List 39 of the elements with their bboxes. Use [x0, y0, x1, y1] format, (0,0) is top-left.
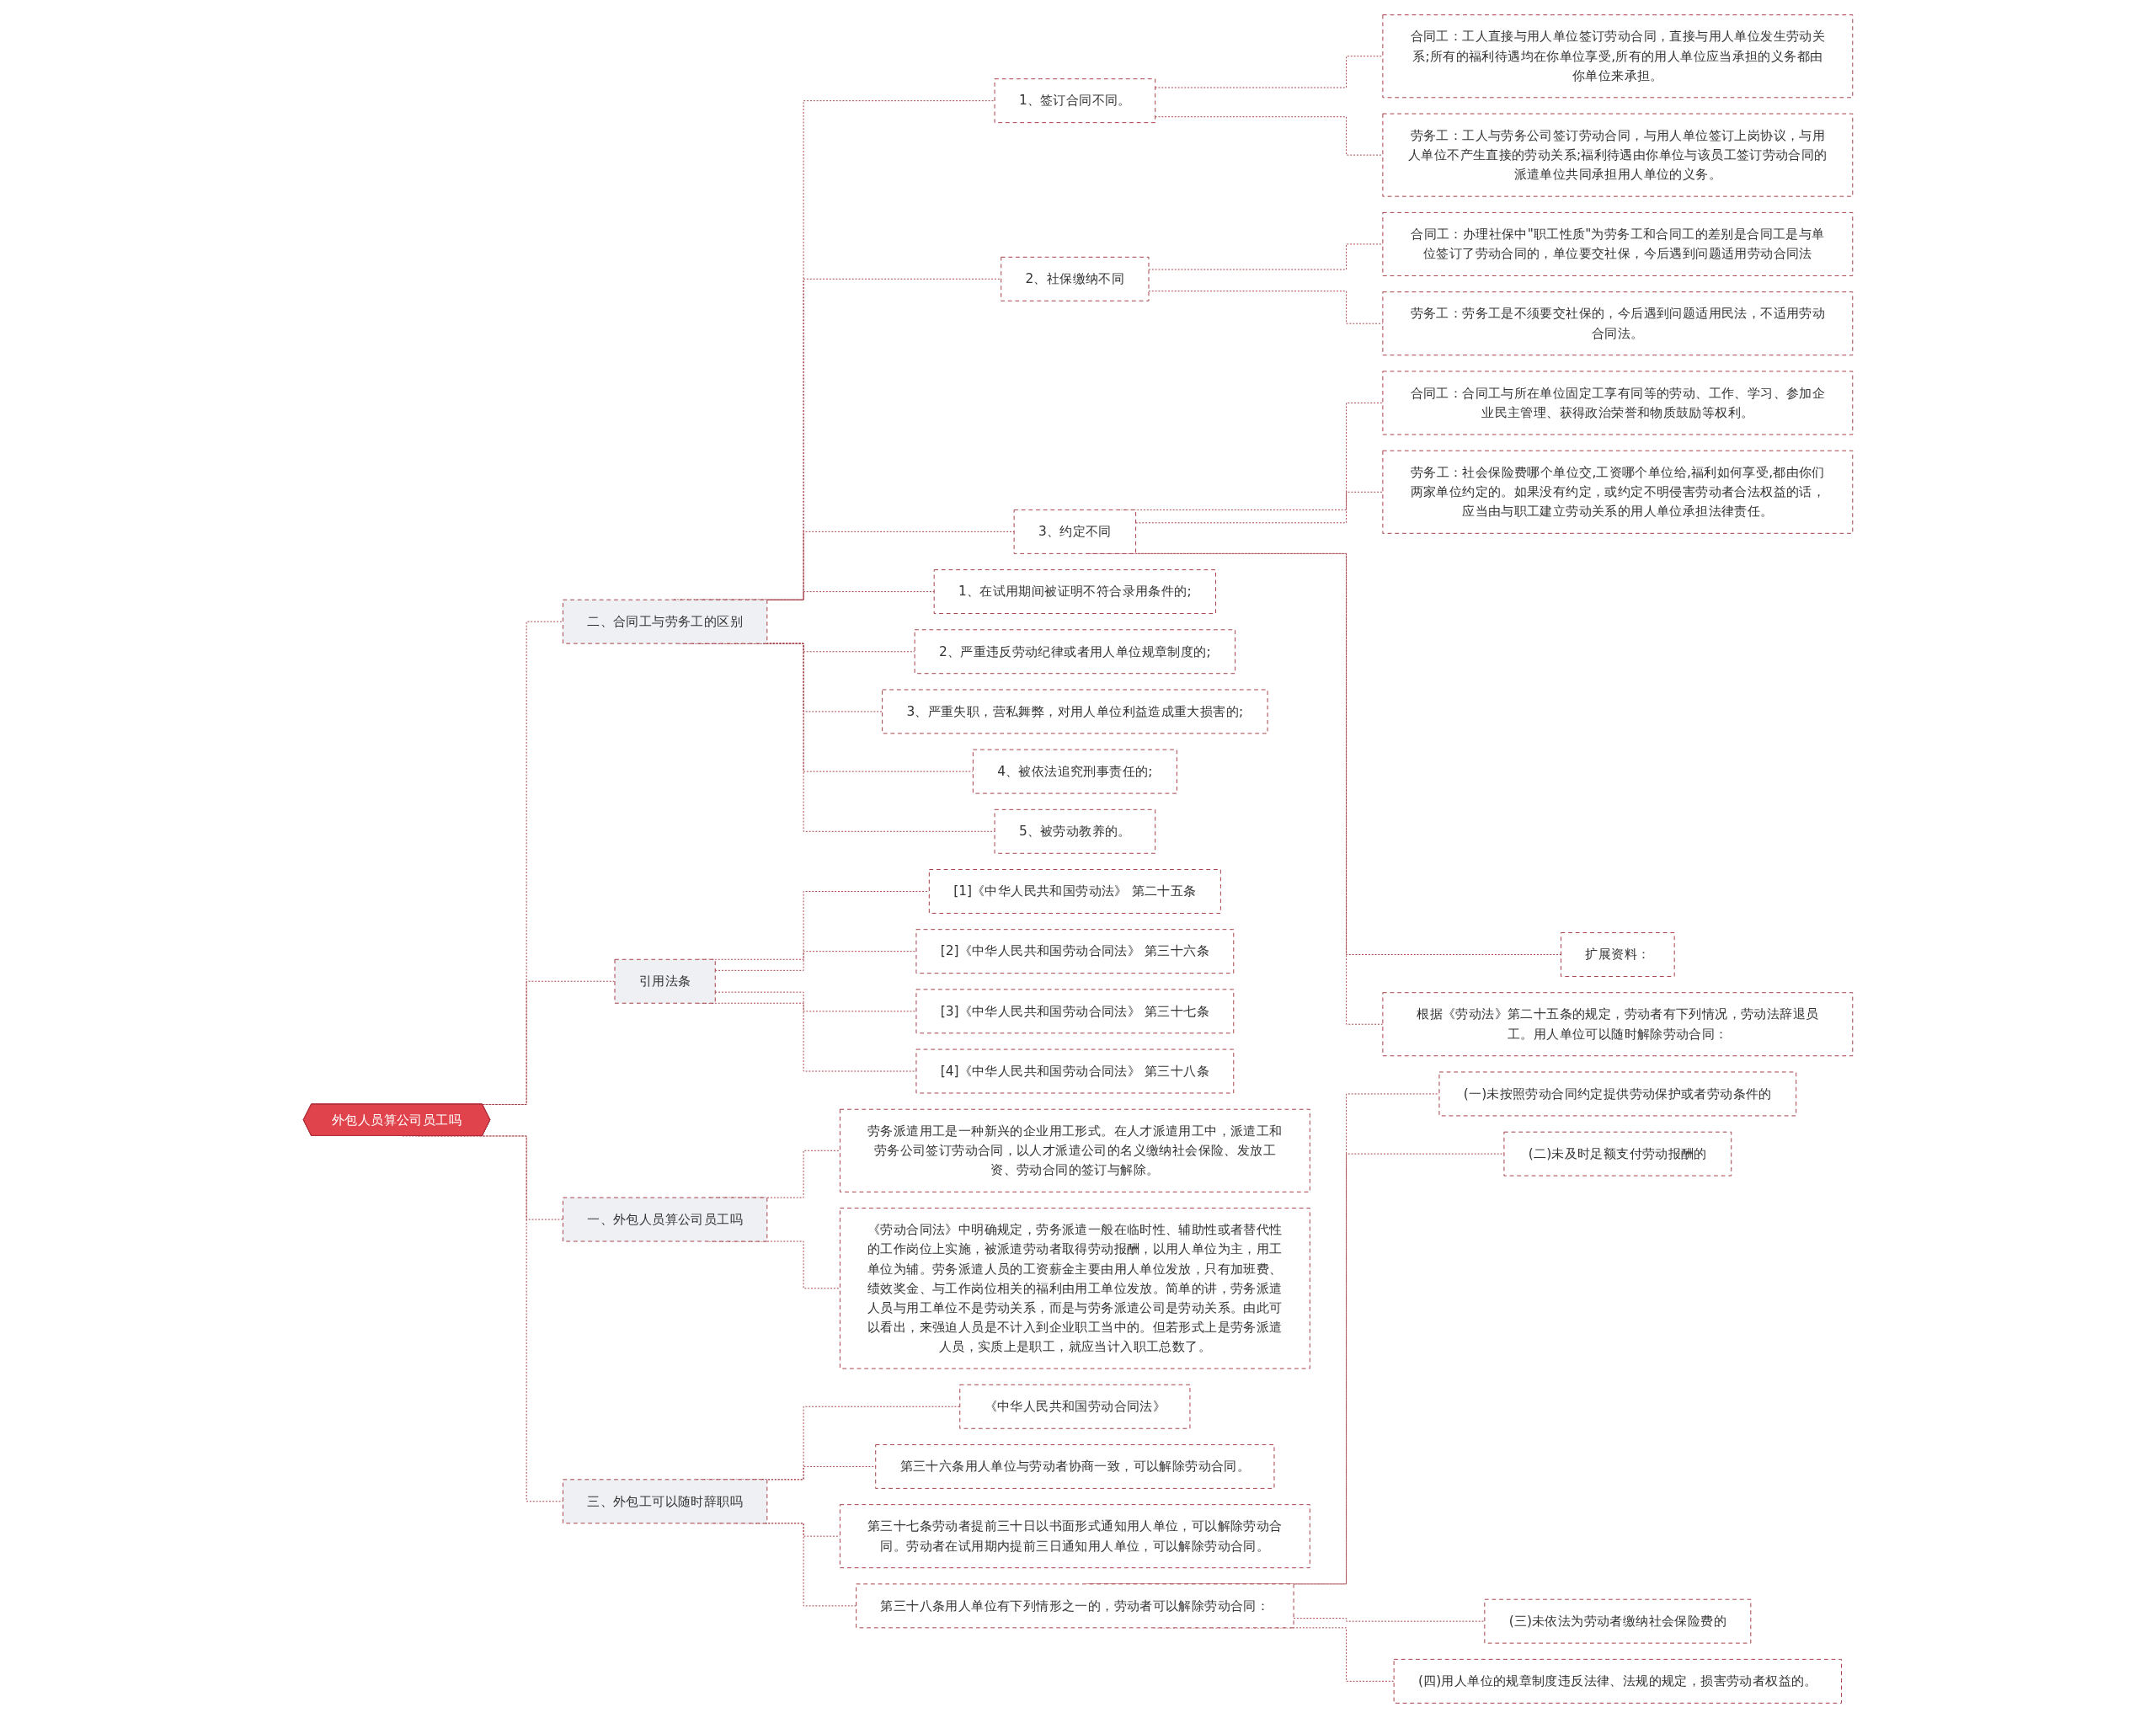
node-box: [3]《中华人民共和国劳动合同法》 第三十七条	[915, 989, 1235, 1034]
node-box: 1、签订合同不同。	[994, 78, 1156, 124]
node-box: 三、外包工可以随时辞职吗	[562, 1479, 768, 1524]
node-box: (四)用人单位的规章制度违反法律、法规的规定，损害劳动者权益的。	[1393, 1658, 1843, 1704]
node-box: 合同工：合同工与所在单位固定工享有同等的劳动、工作、学习、参加企业民主管理、获得政治荣誉和物质鼓励等权利。	[1382, 371, 1854, 435]
node-box: 合同工：办理社保中"职工性质"为劳务工和合同工的差别是合同工是与单位签订了劳动合同的，单位要交社保，今后遇到问题适用劳动合同法	[1382, 211, 1854, 276]
node-box: [4]《中华人民共和国劳动合同法》 第三十八条	[915, 1048, 1235, 1094]
connector	[1135, 491, 1384, 524]
node-box: 《劳动合同法》中明确规定，劳务派遣一般在临时性、辅助性或者替代性的工作岗位上实施，被派遣劳动者取得劳动报酬，以用人单位为主，用工单位为辅。劳务派遣人员的工资薪金主要由用人单位发放，只有加班费、绩效奖金、与工作岗位相关的福利由用工单位发放。简单的讲，劳务派遣人员与用工单位不是劳动关系，而是与劳务派遣公司是劳动关系。由此可以看出，来强迫人员是不计入到企业职工当中的。但若形式上是劳务派遣人员，实质上是职工，就应当计入职工总数了。	[839, 1208, 1310, 1369]
node-box: 二、合同工与劳务工的区别	[562, 599, 768, 644]
node-box: 《中华人民共和国劳动合同法》	[959, 1384, 1191, 1429]
node-box: 根据《劳动法》第二十五条的规定，劳动者有下列情况，劳动法辞退员工。用人单位可以随时解除劳动合同：	[1382, 992, 1854, 1057]
node-box: 第三十六条用人单位与劳动者协商一致，可以解除劳动合同。	[875, 1444, 1275, 1489]
connector	[1155, 116, 1384, 156]
node-box: 第三十七条劳动者提前三十日以书面形式通知用人单位，可以解除劳动合同。劳动者在试用期内提前三日通知用人单位，可以解除劳动合同。	[839, 1504, 1310, 1569]
node-box: [2]《中华人民共和国劳动合同法》 第三十六条	[915, 929, 1235, 974]
node-box: (三)未依法为劳动者缴纳社会保险费的	[1484, 1598, 1752, 1644]
node-box: 劳务工：工人与劳务公司签订劳动合同，与用人单位签订上岗协议，与用人单位不产生直接的劳动关系;福利待遇由你单位与该员工签订劳动合同的派遣单位共同承担用人单位的义务。	[1382, 113, 1854, 197]
node-box: (二)未及时足额支付劳动报酬的	[1503, 1131, 1732, 1176]
node-box: 第三十八条用人单位有下列情形之一的，劳动者可以解除劳动合同：	[856, 1583, 1294, 1629]
node-box: 扩展资料：	[1561, 932, 1675, 977]
node-box: 劳务派遣用工是一种新兴的企业用工形式。在人才派遣用工中，派遣工和劳务公司签订劳动合同，以人才派遣公司的名义缴纳社会保险、发放工资、劳动合同的签订与解除。	[839, 1108, 1310, 1192]
node-box: 劳务工：社会保险费哪个单位交,工资哪个单位给,福利如何享受,都由你们两家单位约定的。如果没有约定，或约定不明侵害劳动者合法权益的话，应当由与职工建立劳动关系的用人单位承担法律责任。	[1382, 450, 1854, 534]
node-box: 劳务工：劳务工是不须要交社保的，今后遇到问题适用民法，不适用劳动合同法。	[1382, 291, 1854, 356]
node-box: 合同工：工人直接与用人单位签订劳动合同，直接与用人单位发生劳动关系;所有的福利待遇均在你单位享受,所有的用人单位应当承担的义务都由你单位来承担。	[1382, 14, 1854, 99]
node-box: 1、在试用期间被证明不符合录用条件的;	[933, 569, 1216, 614]
node-box: 一、外包人员算公司员工吗	[562, 1197, 768, 1242]
node-box: 引用法条	[614, 958, 716, 1004]
node-box: (一)未按照劳动合同约定提供劳动保护或者劳动条件的	[1438, 1071, 1797, 1117]
node-box: 4、被依法追究刑事责任的;	[972, 749, 1177, 794]
connector	[1155, 56, 1384, 88]
node-box: 5、被劳动教养的。	[994, 808, 1156, 854]
node-box: 2、社保缴纳不同	[1001, 256, 1150, 301]
node-box: 3、约定不同	[1013, 509, 1137, 554]
node-box: [1]《中华人民共和国劳动法》 第二十五条	[928, 869, 1221, 914]
connector	[766, 591, 935, 600]
node-box: 2、严重违反劳动纪律或者用人单位规章制度的;	[914, 629, 1236, 675]
connector	[1148, 243, 1384, 270]
node-box: 3、严重失职，营私舞弊，对用人单位利益造成重大损害的;	[882, 689, 1268, 734]
